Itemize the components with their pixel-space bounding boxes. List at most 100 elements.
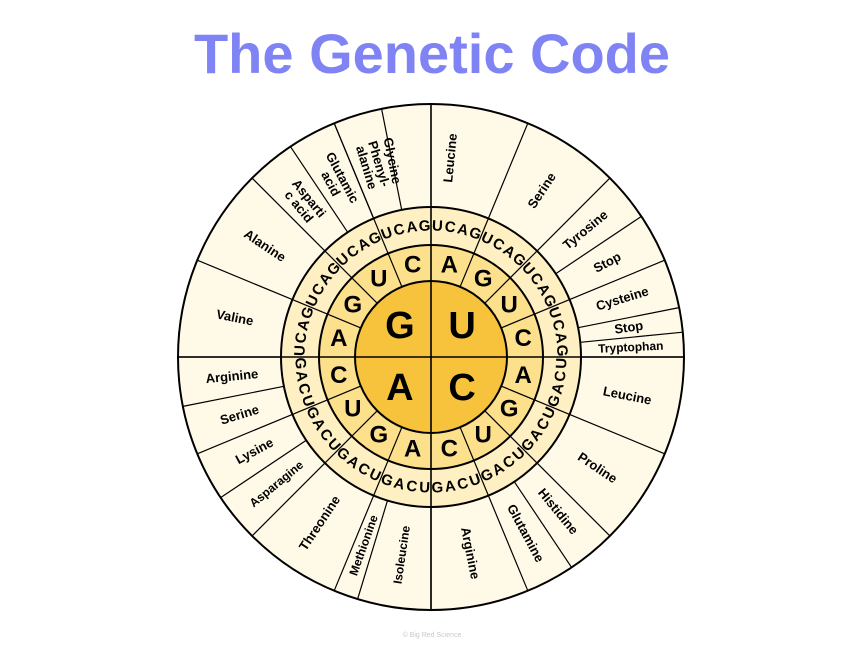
second-base-letter: A <box>441 251 458 278</box>
second-base-letter: U <box>370 265 387 292</box>
third-base-letter: A <box>294 318 313 333</box>
amino-acid-divider <box>357 500 389 600</box>
first-base-letter: C <box>448 367 475 409</box>
third-base-letter: G <box>467 224 484 244</box>
second-base-letter: G <box>500 396 519 423</box>
page-title: The Genetic Code <box>193 22 671 85</box>
amino-acid-divider <box>197 413 293 455</box>
amino-acid-divider <box>197 259 293 301</box>
amino-acid-divider <box>569 413 665 455</box>
amino-acid-label: Arginine <box>205 366 259 386</box>
third-base-letter: C <box>405 477 418 495</box>
amino-acid-divider <box>289 146 349 233</box>
second-base-letter: C <box>404 251 421 278</box>
second-base-letter: U <box>475 422 492 449</box>
second-base-divider <box>292 385 362 415</box>
third-base-letter: C <box>444 218 457 236</box>
first-base-letter: G <box>385 305 415 347</box>
third-base-letter: C <box>549 318 568 333</box>
amino-acid-divider <box>333 495 375 591</box>
second-base-letter: G <box>343 291 362 318</box>
third-base-letter: G <box>418 217 430 235</box>
amino-acid-divider <box>569 259 665 301</box>
third-base-letter: G <box>291 357 309 369</box>
amino-acid-divider <box>251 462 326 537</box>
second-base-divider <box>500 299 570 329</box>
third-base-letter: A <box>392 475 407 494</box>
amino-acid-divider <box>577 307 680 329</box>
third-base-letter: C <box>551 369 569 382</box>
third-base-letter: G <box>431 479 443 497</box>
third-base-letter: A <box>551 331 569 344</box>
second-base-divider <box>459 218 489 288</box>
amino-acid-divider <box>580 331 683 343</box>
third-base-letter: U <box>432 217 444 235</box>
second-base-divider <box>484 410 538 464</box>
amino-acid-divider <box>251 177 326 252</box>
third-base-letter: G <box>553 344 571 356</box>
second-base-divider <box>484 250 538 304</box>
amino-acid-divider <box>555 215 642 275</box>
amino-acid-label-line: Arginine <box>205 366 259 386</box>
amino-acid-divider <box>182 385 285 407</box>
second-base-divider <box>373 218 403 288</box>
second-base-divider <box>292 299 362 329</box>
ring-dividers <box>178 104 684 610</box>
third-base-letter: A <box>292 370 310 383</box>
second-base-letter: G <box>474 265 493 292</box>
amino-acid-label-line: Tryptophan <box>598 339 664 356</box>
third-base-letter: G <box>544 393 564 410</box>
third-base-letter: C <box>455 474 470 493</box>
amino-acid-label-line: Leucine <box>440 133 460 183</box>
third-base-letter: C <box>292 331 310 344</box>
third-base-letter: C <box>392 220 407 239</box>
second-base-letter: U <box>501 291 518 318</box>
amino-acid-divider <box>536 462 611 537</box>
second-base-letter: A <box>515 362 532 389</box>
second-base-letter: U <box>344 396 361 423</box>
third-base-letter: U <box>379 224 395 244</box>
amino-acid-label: Tryptophan <box>598 339 664 356</box>
amino-acid-divider <box>536 177 611 252</box>
third-base-letter: G <box>298 305 318 322</box>
amino-acid-divider <box>487 123 529 219</box>
third-base-letter: A <box>549 381 568 396</box>
second-base-divider <box>324 250 378 304</box>
third-base-letter: U <box>467 470 483 490</box>
amino-acid-divider <box>381 108 403 211</box>
third-base-letter: G <box>379 470 396 490</box>
second-base-letter: G <box>369 422 388 449</box>
amino-acid-label-line: Stop <box>613 318 644 337</box>
third-base-letter: U <box>291 345 309 357</box>
third-base-letter: U <box>419 479 431 497</box>
second-base-divider <box>373 426 403 496</box>
second-base-letter: A <box>404 436 421 463</box>
second-base-divider <box>459 426 489 496</box>
second-base-letter: A <box>330 325 347 352</box>
first-base-letter: U <box>448 305 475 347</box>
amino-acid-label-line: Valine <box>215 306 255 328</box>
copyright-footer: © Big Red Science <box>402 632 462 639</box>
third-base-letter: U <box>544 305 564 321</box>
amino-acid-label: Leucine <box>440 133 460 183</box>
third-base-letter: A <box>455 220 470 239</box>
third-base-letter: A <box>444 477 457 495</box>
second-base-letter: C <box>515 325 532 352</box>
second-base-divider <box>324 410 378 464</box>
third-base-letter: U <box>553 358 571 370</box>
third-base-letter: A <box>405 218 418 236</box>
amino-acid-divider <box>513 481 573 568</box>
third-base-letter: U <box>298 393 318 409</box>
amino-acid-divider <box>220 439 307 499</box>
amino-acid-divider <box>487 495 529 591</box>
first-base-letter: A <box>386 367 413 409</box>
amino-acid-divider <box>333 123 375 219</box>
third-base-letter: C <box>294 381 313 396</box>
amino-acid-label: Valine <box>215 306 255 328</box>
amino-acid-label: Stop <box>613 318 644 337</box>
second-base-divider <box>500 385 570 415</box>
second-base-letter: C <box>441 436 458 463</box>
